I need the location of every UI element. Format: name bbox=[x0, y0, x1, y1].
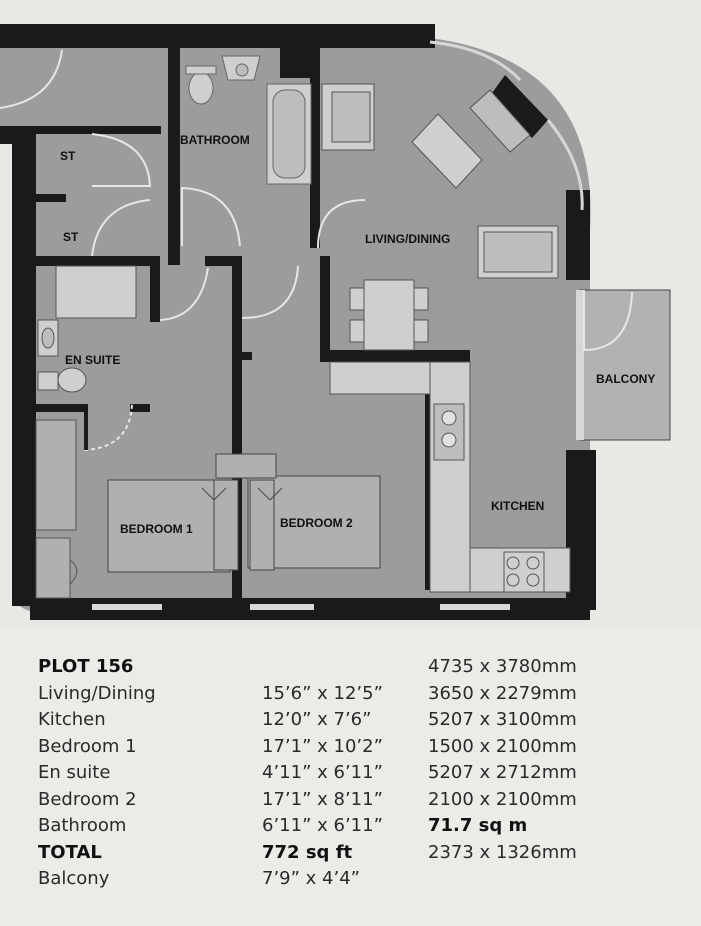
schedule-imperial: 4’11” x 6’11” bbox=[262, 762, 383, 783]
room-label-bedroom2: BEDROOM 2 bbox=[280, 516, 353, 530]
schedule-imperial: 17’1” x 10’2” bbox=[262, 735, 383, 757]
schedule-metric: 4735 x 3780mm bbox=[428, 656, 577, 677]
schedule-total-name: TOTAL bbox=[38, 841, 102, 863]
ensuite-door-arc bbox=[83, 403, 133, 451]
room-label-kitchen: KITCHEN bbox=[491, 499, 544, 513]
room-label-store-lower: ST bbox=[63, 230, 79, 244]
kitchen-units bbox=[329, 361, 571, 593]
schedule-total-metric: 71.7 sq m bbox=[428, 815, 528, 836]
schedule-balcony-name: Balcony bbox=[38, 868, 110, 889]
ensuite-fixtures bbox=[37, 265, 137, 393]
schedule-metric: 5207 x 3100mm bbox=[428, 709, 577, 730]
schedule-metric: 2100 x 2100mm bbox=[428, 788, 577, 810]
schedule-name: Living/Dining bbox=[38, 682, 156, 704]
bedroom2-door-arc bbox=[241, 265, 299, 319]
store-upper-door-arc bbox=[91, 133, 152, 187]
room-label-balcony: BALCONY bbox=[596, 372, 655, 386]
schedule-imperial-dimensions: 15’6” x 12’5” 12’0” x 7’6” 17’1” x 10’2”… bbox=[262, 654, 383, 893]
bathroom-fixtures bbox=[185, 55, 312, 185]
entry-door-arc bbox=[0, 49, 63, 109]
living-furniture bbox=[321, 83, 559, 351]
room-schedule: PLOT 156 Living/Dining Kitchen Bedroom 1… bbox=[0, 630, 701, 926]
floor-plan: BATHROOM ST ST LIVING/DINING EN SUITE BA… bbox=[0, 24, 671, 620]
schedule-total-imperial: 772 sq ft bbox=[262, 841, 353, 863]
plot-number: PLOT 156 bbox=[38, 656, 134, 677]
store-lower-door-arc bbox=[91, 199, 151, 257]
schedule-name: Bathroom bbox=[38, 815, 127, 836]
room-label-living-dining: LIVING/DINING bbox=[365, 232, 450, 246]
room-label-bathroom: BATHROOM bbox=[180, 133, 250, 147]
schedule-balcony-imperial: 7’9” x 4’4” bbox=[262, 868, 360, 889]
curved-window bbox=[429, 40, 584, 211]
schedule-imperial: 15’6” x 12’5” bbox=[262, 682, 383, 704]
schedule-metric: 3650 x 2279mm bbox=[428, 682, 577, 704]
apartment-floor bbox=[0, 38, 670, 612]
beds bbox=[107, 453, 381, 573]
schedule-imperial: 6’11” x 6’11” bbox=[262, 815, 383, 836]
schedule-metric: 1500 x 2100mm bbox=[428, 735, 577, 757]
schedule-name: En suite bbox=[38, 762, 111, 783]
room-label-bedroom1: BEDROOM 1 bbox=[120, 522, 193, 536]
living-door-arc bbox=[317, 199, 366, 249]
schedule-metric-dimensions: 4735 x 3780mm 3650 x 2279mm 5207 x 3100m… bbox=[428, 654, 577, 866]
schedule-imperial: 17’1” x 8’11” bbox=[262, 788, 383, 810]
bathroom-door-arc bbox=[181, 186, 241, 247]
balcony-area bbox=[576, 289, 671, 441]
schedule-balcony-metric: 2373 x 1326mm bbox=[428, 841, 577, 863]
schedule-imperial: 12’0” x 7’6” bbox=[262, 709, 372, 730]
schedule-name: Bedroom 2 bbox=[38, 788, 137, 810]
bottom-windows bbox=[92, 604, 510, 610]
room-label-store-upper: ST bbox=[60, 149, 76, 163]
bedroom1-wardrobe bbox=[35, 419, 78, 599]
bedroom1-door-arc bbox=[159, 267, 209, 321]
room-label-en-suite: EN SUITE bbox=[65, 353, 120, 367]
schedule-name: Bedroom 1 bbox=[38, 735, 137, 757]
schedule-name: Kitchen bbox=[38, 709, 106, 730]
schedule-room-names: PLOT 156 Living/Dining Kitchen Bedroom 1… bbox=[38, 654, 156, 893]
schedule-metric: 5207 x 2712mm bbox=[428, 762, 577, 783]
